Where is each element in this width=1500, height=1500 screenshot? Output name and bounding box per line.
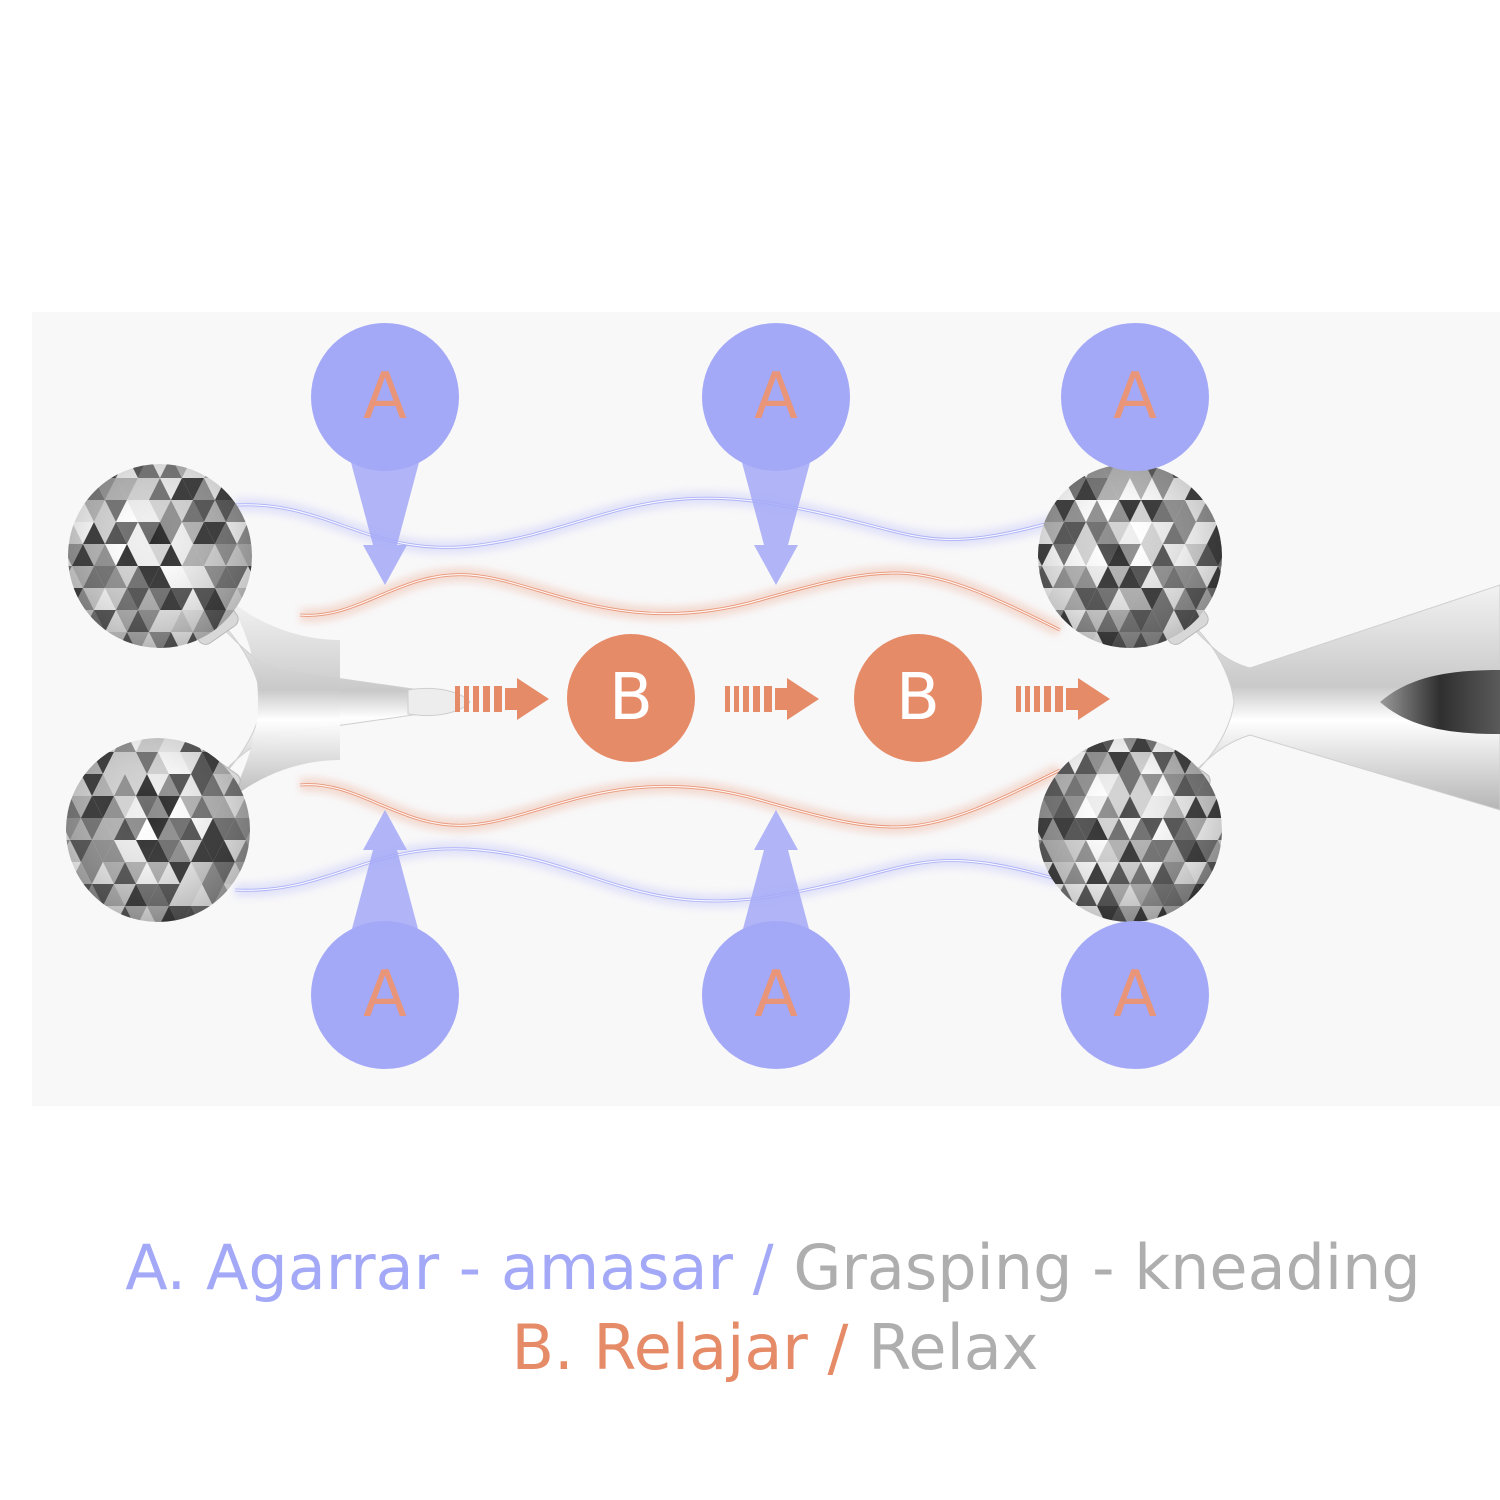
grasp-node-label: A	[754, 958, 798, 1032]
legend-grasp: A. Agarrar - amasar / Grasping - kneadin…	[0, 1228, 1500, 1308]
relax-wave-top	[299, 566, 1064, 637]
legend-grasp-native: A. Agarrar - amasar	[125, 1231, 734, 1304]
legend-grasp-separator: /	[752, 1231, 774, 1304]
grasp-node: A	[1061, 921, 1209, 1069]
pointer-down-arrow-icon	[345, 440, 425, 585]
relax-arrows	[455, 678, 1110, 720]
grasp-node: A	[1061, 323, 1209, 471]
legend-relax: B. Relajar / Relax	[0, 1308, 1500, 1388]
legend-grasp-english: Grasping - kneading	[793, 1231, 1421, 1304]
pointer-up-arrow-icon	[736, 810, 816, 955]
grasp-node: A	[702, 323, 850, 471]
relax-node-label: B	[896, 661, 940, 735]
relax-node-label: B	[609, 661, 653, 735]
legend-relax-separator: /	[827, 1311, 849, 1384]
legend-relax-native: B. Relajar	[511, 1311, 808, 1384]
grasp-node-label: A	[363, 360, 407, 434]
grasp-wave-top	[234, 491, 1062, 555]
facial-roller-icon	[66, 464, 471, 922]
grasp-wave-bottom	[234, 841, 1062, 909]
pointer-up-arrow-icon	[345, 810, 425, 955]
grasp-nodes-top: A A A	[311, 323, 1209, 471]
grasp-node-label: A	[363, 958, 407, 1032]
grasp-node: A	[311, 921, 459, 1069]
grasp-nodes-bottom: A A A	[311, 921, 1209, 1069]
grasp-node: A	[702, 921, 850, 1069]
grasp-node-label: A	[754, 360, 798, 434]
grasp-node: A	[311, 323, 459, 471]
relax-nodes: B B	[567, 634, 982, 762]
grasp-node-label: A	[1113, 360, 1157, 434]
roller-ball-bottom-right	[1038, 738, 1222, 922]
grasp-node-label: A	[1113, 958, 1157, 1032]
dashed-arrow-right-icon	[1016, 678, 1110, 720]
relax-node: B	[567, 634, 695, 762]
relax-wave-bottom	[299, 763, 1064, 834]
roller-ball-top-right	[1038, 464, 1222, 648]
legend: A. Agarrar - amasar / Grasping - kneadin…	[0, 1228, 1500, 1388]
legend-relax-english: Relax	[868, 1311, 1039, 1384]
dashed-arrow-right-icon	[725, 678, 819, 720]
relax-node: B	[854, 634, 982, 762]
dashed-arrow-right-icon	[455, 678, 549, 720]
pointer-down-arrow-icon	[736, 440, 816, 585]
pressure-wave-lines	[234, 491, 1064, 909]
grasp-pointers	[345, 440, 816, 955]
